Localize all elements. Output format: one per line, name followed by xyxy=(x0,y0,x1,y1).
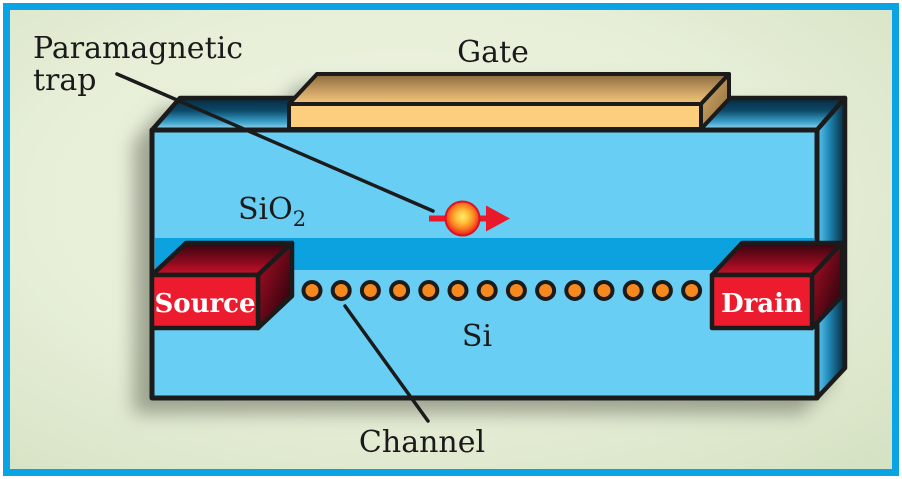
channel-electron-dot xyxy=(622,280,644,301)
leader-line-channel xyxy=(343,304,430,423)
paramagnetic-trap-label-line2: trap xyxy=(33,63,97,98)
channel-electron-dot xyxy=(535,280,557,301)
gate-label: Gate xyxy=(457,35,529,70)
gate-front-face xyxy=(287,102,703,131)
channel-electron-dot xyxy=(651,280,673,301)
channel-electron-dot xyxy=(418,280,440,301)
source-label: Source xyxy=(154,289,255,319)
spin-arrow-head xyxy=(486,205,510,232)
channel-dots xyxy=(301,280,732,301)
channel-electron-dot xyxy=(593,280,615,301)
gate-top-face xyxy=(287,72,731,106)
trapped-electron-ball xyxy=(444,200,481,237)
channel-electron-dot xyxy=(301,280,323,301)
channel-electron-dot xyxy=(681,280,703,301)
frame-blue-border xyxy=(3,3,899,476)
channel-electron-dot xyxy=(389,280,411,301)
channel-electron-dot xyxy=(564,280,586,301)
oxide-label: SiO2 xyxy=(238,192,306,231)
paramagnetic-trap-label-line1: Paramagnetic xyxy=(33,31,243,66)
device-structure xyxy=(149,72,848,401)
oxide-label-base: SiO xyxy=(238,192,293,227)
channel-electron-dot xyxy=(359,280,381,301)
channel-label: Channel xyxy=(359,425,485,460)
source-front-face xyxy=(149,272,261,331)
drain-contact: Drain xyxy=(709,240,845,331)
gate-electrode xyxy=(287,72,731,131)
oxide-label-subscript: 2 xyxy=(293,207,306,231)
leader-line-paramagnetic-trap xyxy=(115,72,435,213)
drain-label: Drain xyxy=(721,289,803,319)
channel-electron-dot xyxy=(330,280,352,301)
source-contact: Source xyxy=(149,240,295,331)
channel-electron-dot xyxy=(476,280,498,301)
channel-electron-dot xyxy=(505,280,527,301)
drain-front-face xyxy=(709,272,815,331)
trapped-electron xyxy=(429,200,510,237)
channel-electron-dot xyxy=(447,280,469,301)
substrate-label: Si xyxy=(462,319,492,354)
